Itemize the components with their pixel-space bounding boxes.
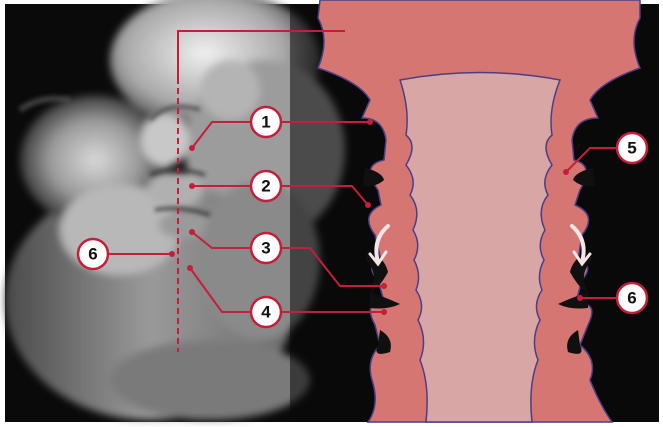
label-4: 4 xyxy=(251,297,281,327)
label-6-right: 6 xyxy=(617,283,647,313)
svg-text:5: 5 xyxy=(627,139,636,158)
label-1: 1 xyxy=(251,107,281,137)
svg-text:4: 4 xyxy=(261,303,271,322)
svg-text:1: 1 xyxy=(261,113,270,132)
svg-text:3: 3 xyxy=(261,239,270,258)
svg-text:6: 6 xyxy=(88,245,97,264)
label-5: 5 xyxy=(617,133,647,163)
label-2: 2 xyxy=(251,171,281,201)
svg-text:6: 6 xyxy=(627,289,636,308)
svg-text:2: 2 xyxy=(261,177,270,196)
label-6-left: 6 xyxy=(78,239,108,269)
label-3: 3 xyxy=(251,233,281,263)
